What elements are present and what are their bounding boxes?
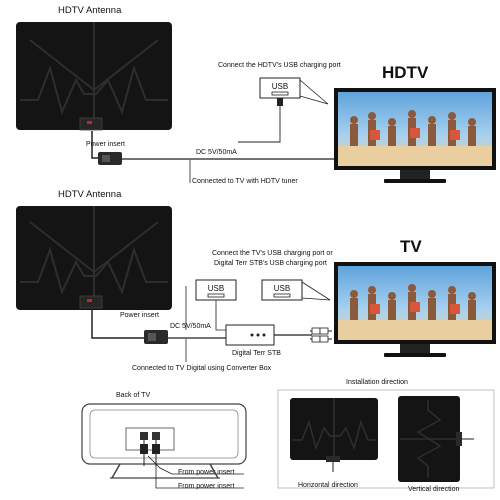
middle-antenna [16, 206, 172, 310]
back-of-tv [81, 403, 247, 489]
top-tv [334, 88, 496, 183]
middle-antenna-title: HDTV Antenna [58, 189, 122, 200]
top-antenna [16, 22, 172, 131]
horizontal-antenna [290, 398, 378, 472]
top-dc-label: DC 5V/50mA [196, 149, 237, 156]
top-power-insert-label: Power insert [86, 141, 125, 148]
top-antenna-title: HDTV Antenna [58, 5, 122, 16]
digital-terr-stb [225, 324, 275, 346]
middle-tv [334, 262, 496, 357]
converter-note: Connected to TV Digital using Converter … [132, 365, 272, 372]
middle-power-insert-label: Power insert [120, 312, 159, 319]
middle-port-note-line1: Connect the TV's USB charging port or [212, 250, 333, 257]
top-tuner-note: Connected to TV with HDTV tuner [192, 178, 298, 185]
middle-dc-label: DC 5V/50mA [170, 323, 211, 330]
vertical-direction-label: Vertical direction [408, 486, 460, 493]
top-usb-label: USB [271, 82, 289, 91]
stb-label: Digital Terr STB [232, 350, 281, 357]
from-power-insert-1: From power insert [178, 469, 235, 476]
vertical-antenna [398, 396, 474, 482]
middle-usb-left-label: USB [207, 284, 225, 293]
middle-usb-right-label: USB [273, 284, 291, 293]
from-power-insert-2: From power insert [178, 483, 235, 490]
middle-tv-title: TV [400, 237, 422, 256]
top-tv-title: HDTV [382, 63, 429, 82]
middle-port-note-line2: Digital Terr STB's USB charging port [214, 260, 327, 267]
back-of-tv-title: Back of TV [116, 392, 151, 399]
top-power-insert [98, 152, 122, 165]
top-port-note: Connect the HDTV's USB charging port [218, 62, 341, 69]
indicator-light [87, 121, 92, 124]
middle-power-insert [144, 330, 168, 344]
installation-title: Installation direction [346, 379, 408, 386]
installation-frame [277, 389, 495, 489]
horizontal-direction-label: Horizontal direction [298, 482, 358, 489]
